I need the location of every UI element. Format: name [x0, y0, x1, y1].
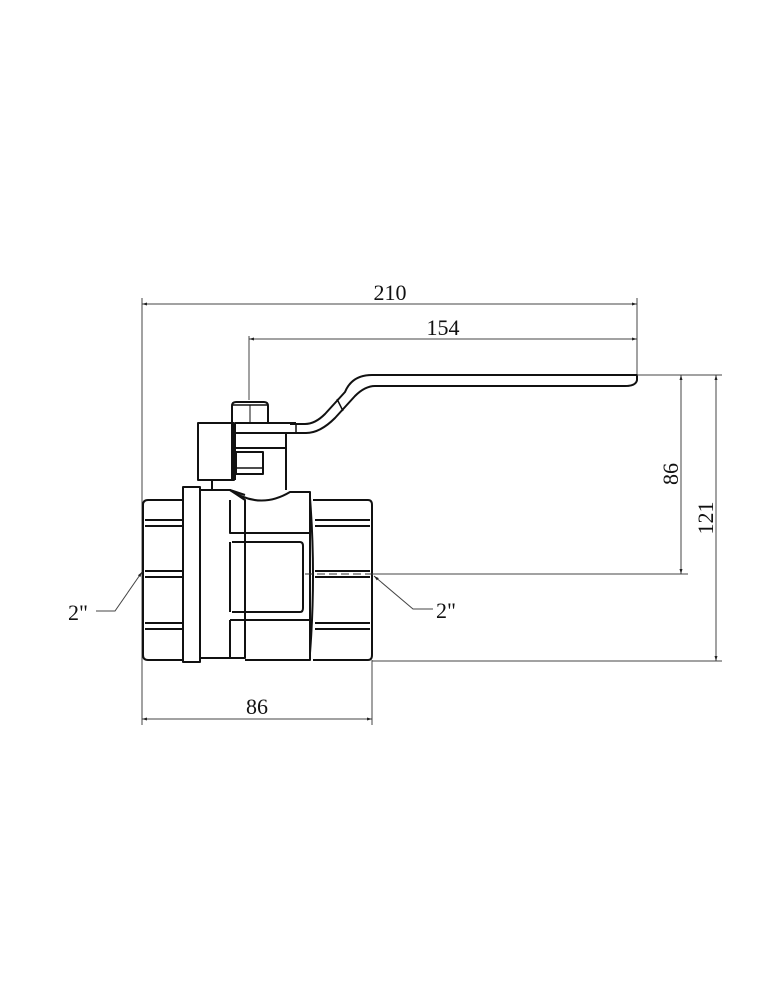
dimension-label-121: 121 [693, 502, 718, 535]
union-flange [182, 486, 246, 663]
stem-nut [231, 401, 269, 423]
thread-label-right: 2" [436, 598, 456, 623]
left-end-fitting [142, 499, 183, 661]
thread-callout-left: 2" [68, 571, 143, 625]
dimension-label-86-vertical: 86 [658, 463, 683, 485]
dimension-label-154: 154 [427, 315, 460, 340]
dimension-label-86-horizontal: 86 [246, 694, 268, 719]
dimension-label-210: 210 [374, 280, 407, 305]
stem-block [197, 422, 287, 490]
dimension-height-to-axis: 86 [372, 374, 690, 575]
dimension-body-length: 86 [142, 660, 373, 725]
dimension-handle-length: 154 [248, 315, 637, 400]
thread-label-left: 2" [68, 600, 88, 625]
valve-body [229, 489, 314, 661]
dimension-total-height: 121 [372, 374, 722, 662]
right-end-fitting [313, 499, 373, 661]
thread-callout-right: 2" [373, 575, 456, 623]
valve-handle [235, 374, 638, 434]
